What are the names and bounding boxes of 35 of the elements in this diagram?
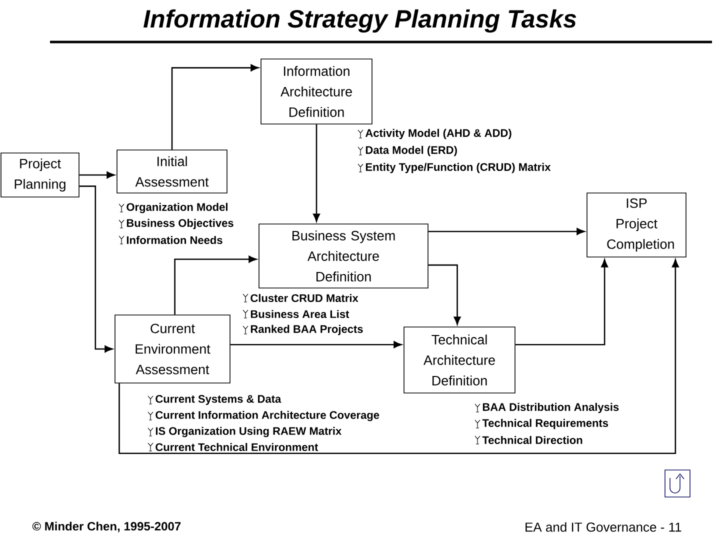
process-box: Technical Architecture Definition: [404, 326, 516, 394]
arrow: [428, 228, 585, 235]
arrow: [428, 264, 461, 325]
process-box: Current Environment Assessment: [114, 314, 230, 384]
bullet-text: Activity Model (AHD & ADD): [365, 128, 512, 140]
bullet-text: Current Systems & Data: [156, 395, 282, 405]
bullet-text: Business Objectives: [126, 218, 234, 230]
bullet-text: Information Needs: [126, 236, 222, 244]
bullet-text: IS Organization Using RAEW Matrix: [156, 426, 342, 438]
process-box: Project Planning: [0, 152, 80, 198]
title: Information Strategy Planning Tasks: [144, 9, 576, 33]
arrow: [515, 259, 608, 346]
bullet-text: Entity Type/Function (CRUD) Matrix: [366, 162, 551, 174]
arrow: [230, 341, 402, 348]
bullet-text: Business Area List: [250, 310, 350, 318]
arrow: [171, 64, 259, 150]
bullet-text: Data Model (ERD): [366, 146, 457, 156]
process-box: Initial Assessment: [116, 150, 228, 194]
bullet-text: Current Information Architecture Coverage: [156, 410, 380, 422]
process-box: Business System Architecture Definition: [258, 224, 428, 288]
bullet-text: BAA Distribution Analysis: [482, 402, 619, 414]
bullet-text: Technical Direction: [482, 436, 582, 444]
process-box: ISP Project Completion: [586, 192, 686, 258]
page-footer: EA and IT Governance - 11: [526, 522, 682, 532]
copyright-note: © Minder Chen, 1995-2007: [32, 522, 181, 532]
arrow: [118, 259, 679, 454]
arrow: [79, 172, 115, 178]
arrow: [79, 186, 113, 352]
arrow: [174, 256, 257, 315]
bullet-text: Cluster CRUD Matrix: [250, 294, 358, 302]
arrow: [313, 124, 320, 222]
bullet-text: Ranked BAA Projects: [250, 324, 363, 336]
bullet-text: Current Technical Environment: [156, 442, 318, 452]
process-box: Information Architecture Definition: [260, 58, 372, 124]
bullet-text: Technical Requirements: [482, 418, 608, 430]
